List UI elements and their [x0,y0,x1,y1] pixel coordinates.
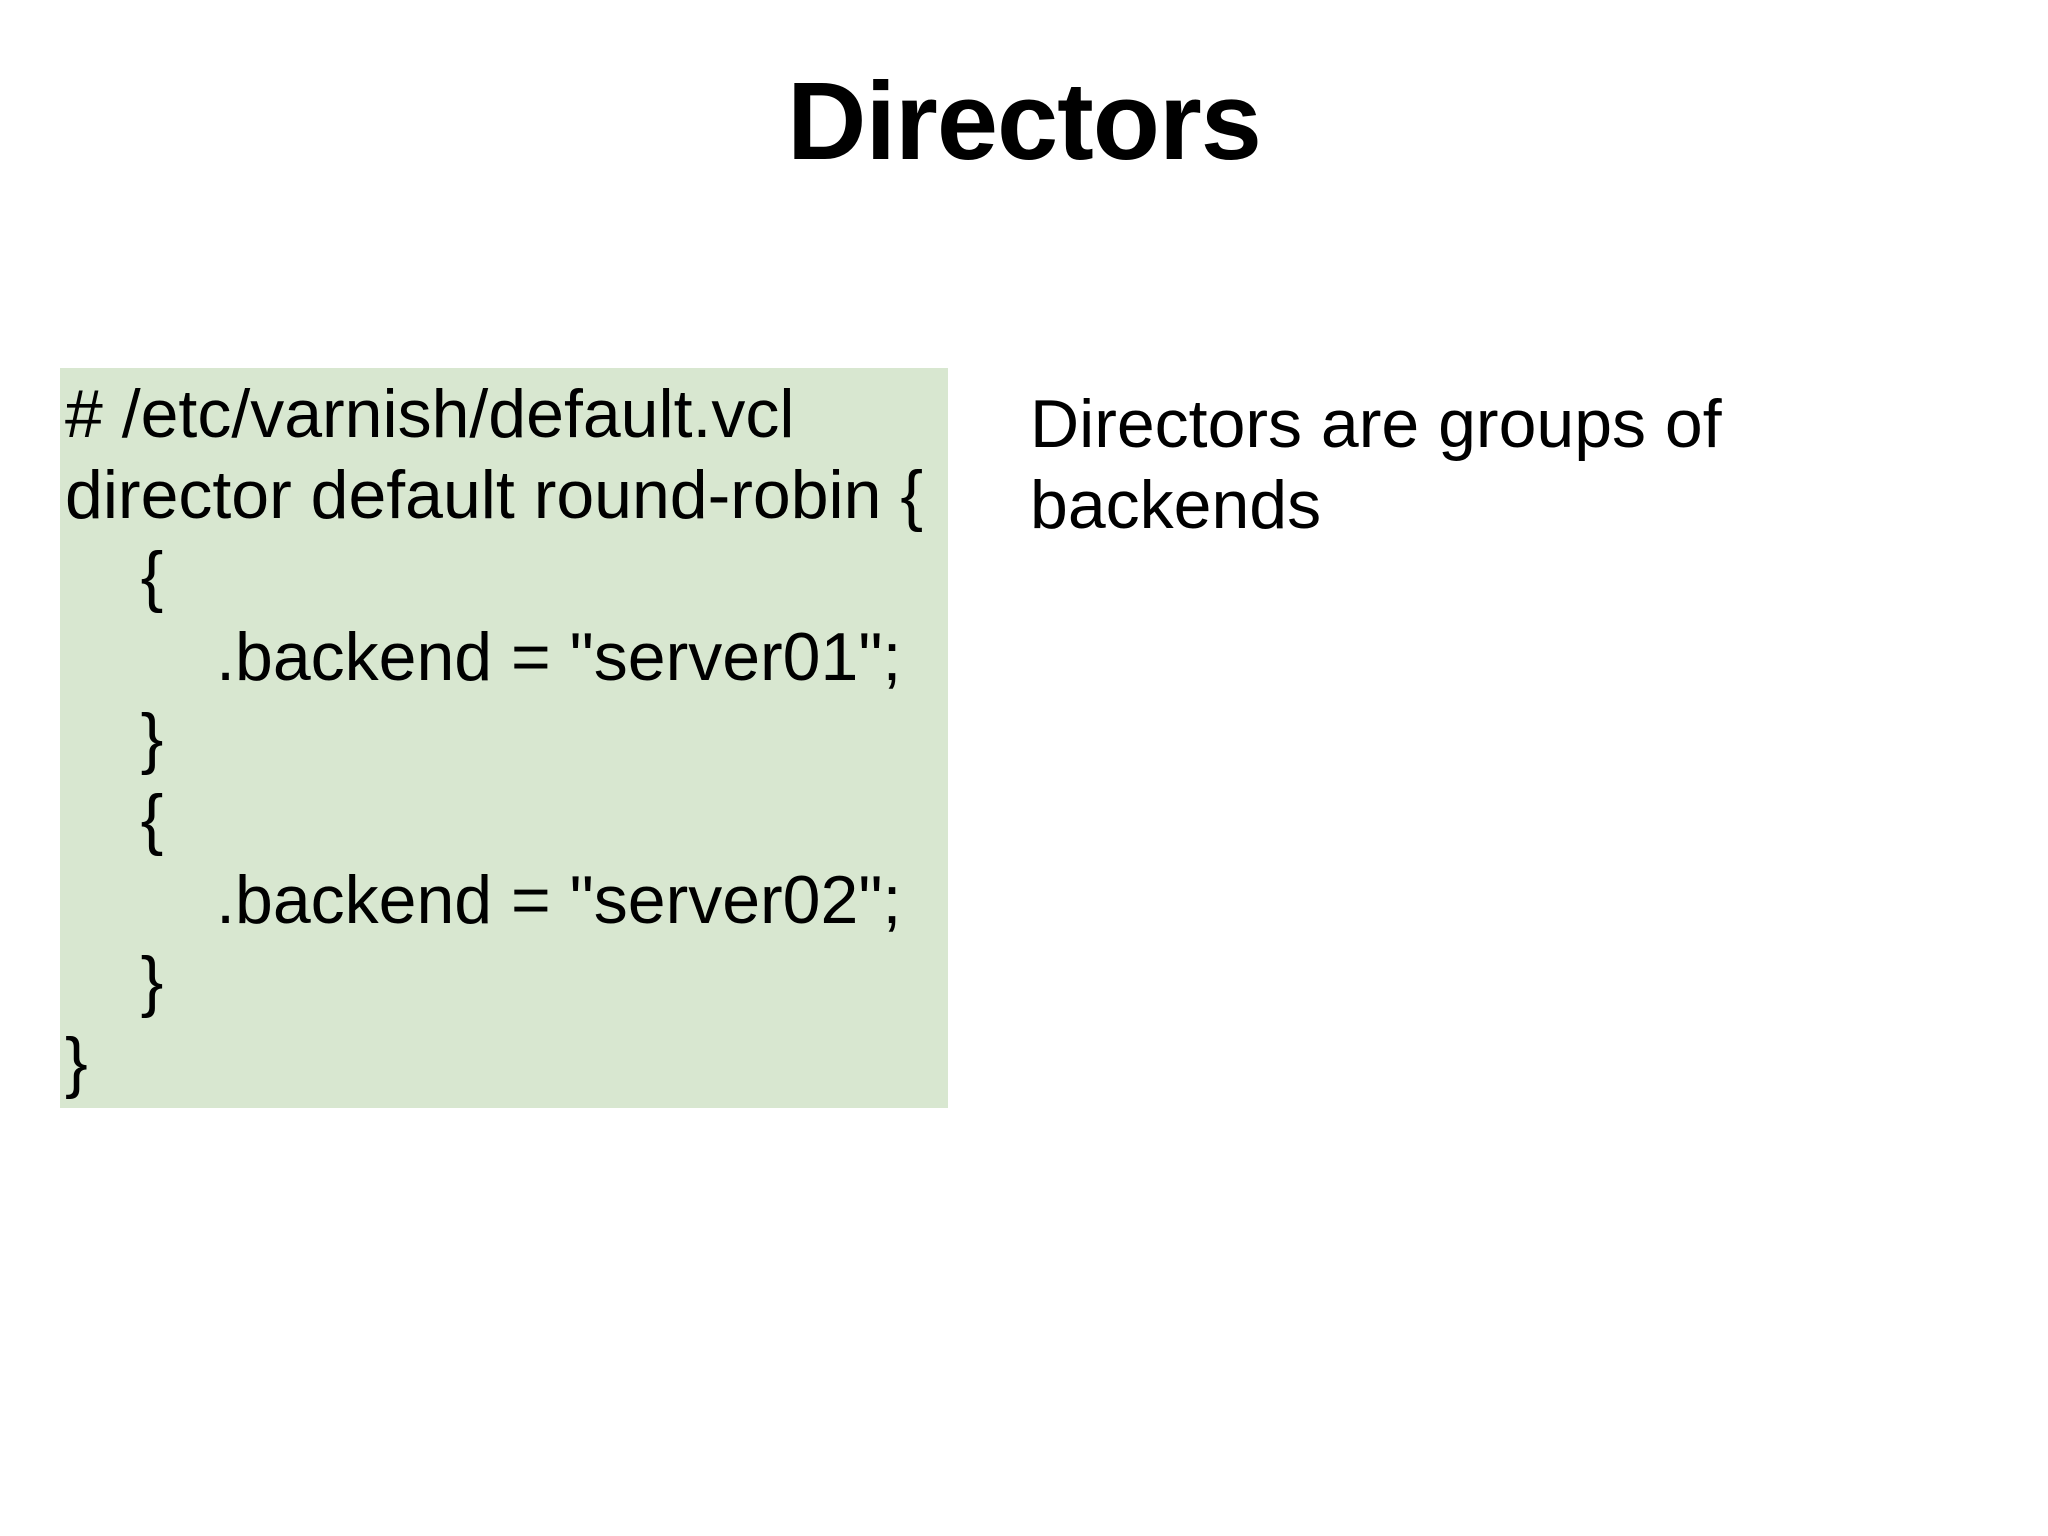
slide-title: Directors [787,60,1262,183]
note-text: Directors are groups of backends [1030,386,1722,543]
code-block: # /etc/varnish/default.vcl director defa… [60,368,948,1108]
